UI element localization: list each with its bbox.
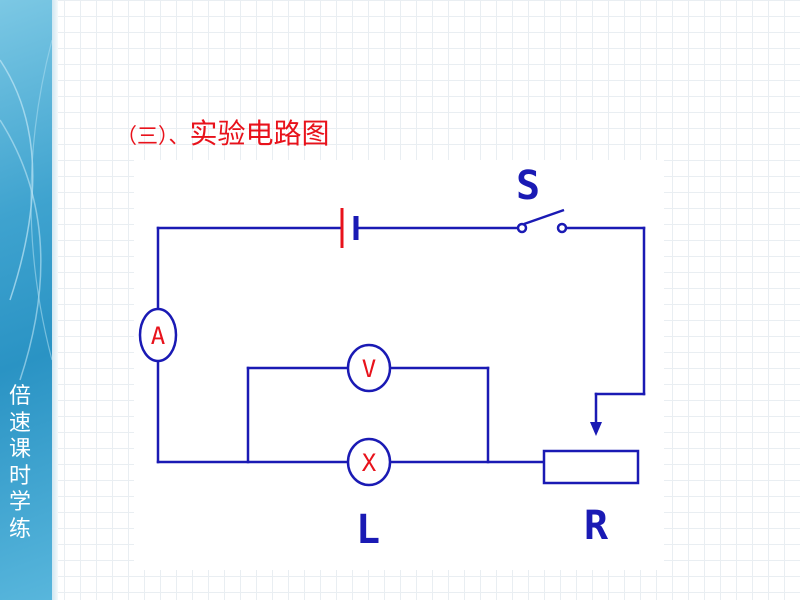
circuit-diagram: A V X S L R bbox=[134, 160, 664, 570]
lamp-circle bbox=[346, 437, 392, 487]
sidebar-decoration bbox=[0, 39, 52, 381]
sidebar-edge bbox=[52, 0, 58, 600]
sidebar-title: 倍 速 课 时 学 练 bbox=[6, 384, 34, 543]
switch-contact-left bbox=[516, 222, 528, 234]
sidebar-char: 速 bbox=[8, 410, 31, 436]
slide-title: （三）、实验电路图 bbox=[116, 112, 330, 152]
rheostat-body bbox=[542, 449, 640, 485]
title-prefix: （三）、 bbox=[116, 124, 190, 148]
sidebar bbox=[0, 0, 52, 600]
lamp-label: L bbox=[356, 507, 381, 553]
ammeter-label: A bbox=[150, 322, 166, 350]
switch-contact-right bbox=[556, 222, 568, 234]
switch-lever bbox=[523, 208, 565, 226]
sidebar-char: 练 bbox=[8, 516, 31, 542]
voltmeter-circle bbox=[346, 343, 392, 393]
sidebar-char: 课 bbox=[8, 437, 31, 462]
lamp-symbol: X bbox=[361, 449, 377, 477]
rheostat-slider-arrow bbox=[590, 422, 602, 436]
sidebar-char: 时 bbox=[8, 463, 31, 489]
circuit-drawing bbox=[138, 208, 646, 487]
voltmeter-label: V bbox=[361, 355, 377, 383]
ammeter-circle bbox=[138, 307, 178, 363]
sidebar-char: 倍 bbox=[8, 384, 31, 409]
title-text: 实验电路图 bbox=[189, 117, 330, 150]
switch-label: S bbox=[516, 163, 541, 209]
sidebar-char: 学 bbox=[8, 490, 31, 515]
rheostat-label: R bbox=[584, 503, 609, 549]
